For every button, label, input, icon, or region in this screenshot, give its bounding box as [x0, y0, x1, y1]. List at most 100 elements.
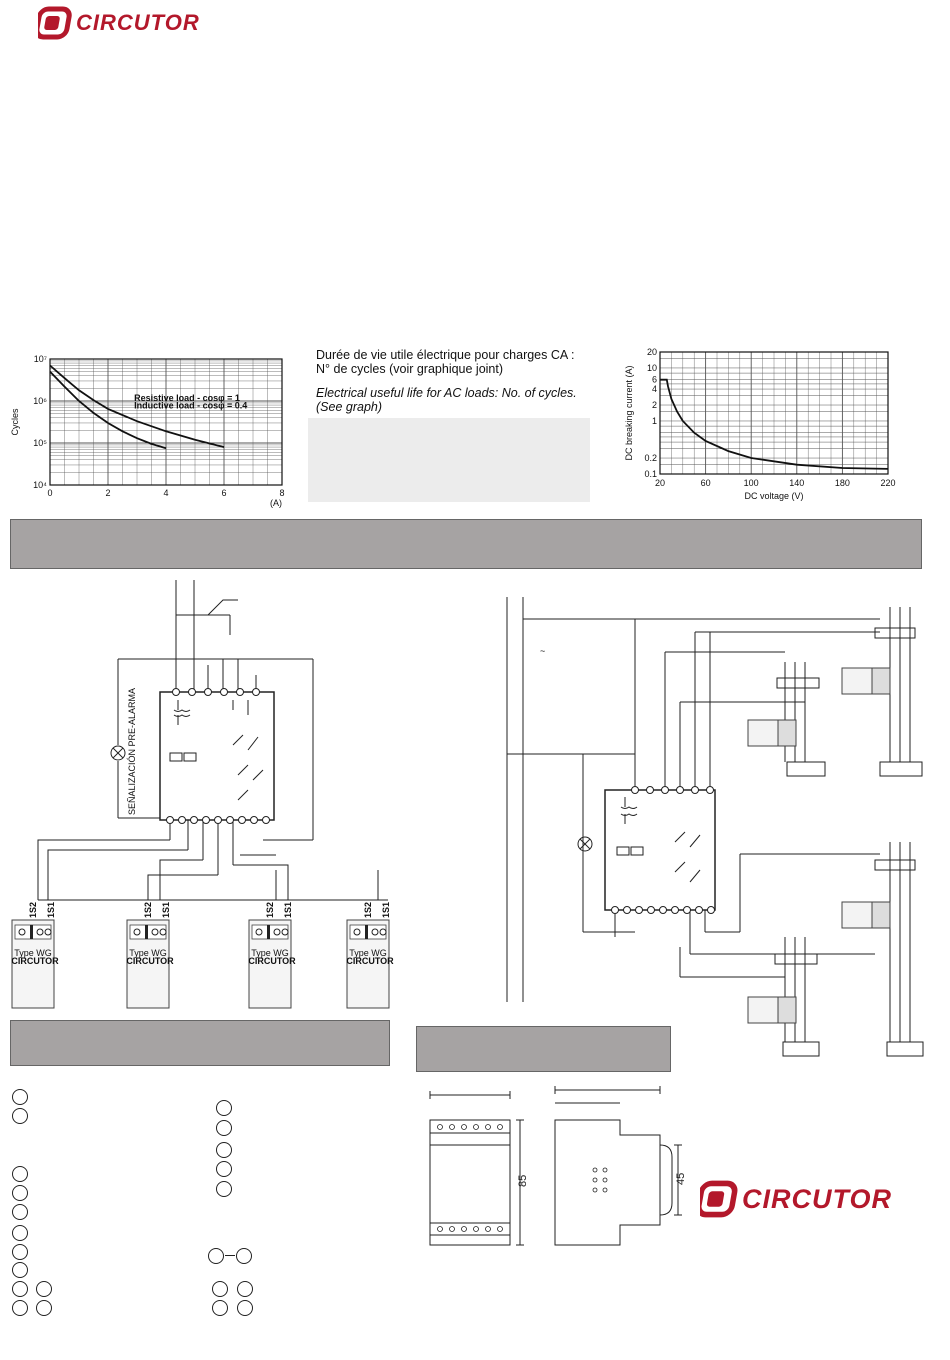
terminal-divider: [30, 925, 33, 939]
terminal-divider: [145, 925, 148, 939]
terminal-circle: [216, 1142, 232, 1158]
series-line-1: [49, 364, 225, 448]
screw-icon: [133, 928, 141, 936]
dim-depth: 45: [675, 1173, 687, 1185]
terminal-circle: [212, 1300, 228, 1316]
brand-name: CIRCUTOR: [76, 10, 200, 35]
terminal-circle: [237, 1300, 253, 1316]
section-band-terminals: [10, 1020, 390, 1066]
terminal-circle: [12, 1262, 28, 1278]
terminal-circle: [12, 1185, 28, 1201]
screw-icon: [379, 928, 387, 936]
life-note-en-1: Electrical useful life for AC loads: No.…: [316, 386, 577, 400]
y-tick-label: 2: [652, 400, 657, 410]
brand-name-bottom: CIRCUTOR: [742, 1183, 893, 1214]
terminal-circle: [12, 1089, 28, 1105]
screw-icon: [273, 928, 281, 936]
terminal-circle: [36, 1281, 52, 1297]
x-tick-label: 60: [701, 478, 711, 488]
life-note-en-2: (See graph): [316, 400, 383, 414]
section-band-dimensions: [416, 1026, 671, 1072]
screw-icon: [44, 928, 52, 936]
terminal-s1-label: 1S1: [161, 902, 171, 918]
screw-icon: [159, 928, 167, 936]
terminal-circle: [12, 1166, 28, 1182]
plot-frame: [49, 358, 283, 486]
y-tick-label: 6: [652, 375, 657, 385]
y-axis-label: Cycles: [10, 408, 20, 436]
terminal-s2-label: 1S2: [28, 902, 38, 918]
screw-icon: [255, 928, 263, 936]
circutor-logo-icon: [38, 6, 72, 40]
x-tick-label: 4: [163, 488, 168, 498]
transformer-type-label: Type WG: [14, 948, 52, 958]
y-tick-label: 10⁷: [34, 354, 47, 364]
x-tick-label: 2: [105, 488, 110, 498]
terminal-s1-label: 1S1: [381, 902, 391, 918]
life-note-fr-1: Durée de vie utile électrique pour charg…: [316, 348, 575, 362]
terminal-s2-label: 1S2: [265, 902, 275, 918]
x-tick-label: 140: [789, 478, 804, 488]
x-axis-label: (A): [270, 498, 282, 508]
terminal-circle: [12, 1300, 28, 1316]
screw-icon: [281, 928, 289, 936]
transformer-type-label: Type WG: [129, 948, 167, 958]
x-tick-label: 6: [221, 488, 226, 498]
y-tick-label: 0.1: [644, 469, 657, 479]
transformer-brand-label: CIRCUTOR: [346, 956, 394, 966]
legend-label-2: Inductive load - cosφ = 0.4: [134, 400, 247, 410]
transformer-brand-label: CIRCUTOR: [126, 956, 174, 966]
x-tick-label: 220: [880, 478, 895, 488]
terminal-circle: [236, 1248, 252, 1264]
legend-label-1: Resistive load - cosφ = 1: [134, 393, 240, 403]
wiring-right-svg: ~: [506, 597, 924, 1057]
transformer-brand-label: CIRCUTOR: [248, 956, 296, 966]
terminal-circle: [216, 1120, 232, 1136]
life-note-box: Durée de vie utile électrique pour charg…: [308, 342, 590, 502]
terminal-circle: [216, 1181, 232, 1197]
y-tick-label: 10⁵: [33, 438, 47, 448]
terminal-circle: [12, 1204, 28, 1220]
series-line-2: [49, 370, 167, 450]
circutor-logo-icon: [700, 1180, 738, 1218]
screw-icon: [18, 928, 26, 936]
terminal-circle: [216, 1161, 232, 1177]
terminal-s1-label: 1S1: [46, 902, 56, 918]
y-tick-label: 10: [647, 363, 657, 373]
terminal-circle: [208, 1248, 224, 1264]
terminal-circle: [237, 1281, 253, 1297]
x-tick-label: 20: [655, 478, 665, 488]
terminal-s2-label: 1S2: [143, 902, 153, 918]
section-band-wiring: [10, 519, 922, 569]
x-tick-label: 0: [47, 488, 52, 498]
wiring-diagram-right: ~: [495, 592, 935, 1062]
prealarm-label: SEÑALIZACIÓN PRE-ALARMA: [127, 688, 137, 815]
x-axis-label: DC voltage (V): [744, 491, 803, 501]
terminal-circle: [216, 1100, 232, 1116]
brand-logo: CIRCUTOR: [38, 6, 200, 40]
terminal-circle: [12, 1225, 28, 1241]
dim-height: 85: [517, 1175, 529, 1187]
y-axis-label: DC breaking current (A): [624, 365, 634, 460]
terminal-circle: [12, 1108, 28, 1124]
y-tick-label: 0.2: [644, 453, 657, 463]
x-tick-label: 8: [279, 488, 284, 498]
terminal-divider: [365, 925, 368, 939]
plot-frame: [659, 351, 889, 475]
life-note-fr-2: N° de cycles (voir graphique joint): [316, 362, 504, 376]
terminal-circle: [12, 1244, 28, 1260]
terminal-circle: [212, 1281, 228, 1297]
terminal-s2-label: 1S2: [363, 902, 373, 918]
x-tick-label: 180: [835, 478, 850, 488]
transformer-type-label: Type WG: [251, 948, 289, 958]
terminal-circle: [36, 1300, 52, 1316]
terminal-link: [225, 1255, 235, 1256]
screw-icon: [36, 928, 44, 936]
screw-icon: [371, 928, 379, 936]
